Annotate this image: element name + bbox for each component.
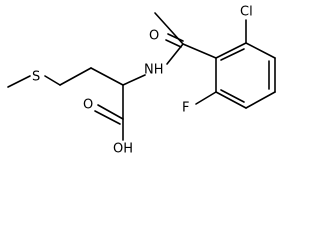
bond-ring-5 [215, 91, 247, 109]
atom-cl: Cl [240, 5, 253, 20]
bond-acid-co-1 [97, 104, 124, 120]
bond-ch2-s [44, 75, 61, 86]
bond-acyl-nh [166, 43, 184, 65]
bond-acyl-ring [182, 43, 217, 59]
bond-nh-alpha [122, 74, 146, 86]
bond-carbonyl-1 [165, 39, 182, 48]
bond-ring-f [195, 91, 217, 105]
atom-o-ketone: O [149, 29, 159, 44]
bond-ring-inner-3 [220, 89, 245, 103]
bond-s-methyl [7, 75, 31, 88]
bond-ring-1 [215, 42, 247, 59]
structure-diagram: Cl O NH S F O OH [7, 5, 276, 157]
bond-ch2-ch2 [59, 67, 92, 86]
bond-ring-inner-1 [220, 48, 245, 61]
atom-f: F [182, 101, 189, 116]
atom-nh: NH [144, 63, 164, 78]
bond-lines [7, 12, 276, 141]
bond-carbonyl-2 [167, 33, 184, 42]
atom-s: S [32, 70, 40, 85]
bond-ring-2 [245, 42, 276, 59]
bond-acid-co-2 [94, 110, 121, 125]
atom-oh: OH [113, 142, 133, 157]
bond-alpha-ch2 [90, 67, 124, 86]
molecule-drawing: Cl O NH S F O OH [7, 5, 276, 157]
atom-o-acid: O [83, 98, 93, 113]
bond-ring-4 [245, 91, 276, 109]
